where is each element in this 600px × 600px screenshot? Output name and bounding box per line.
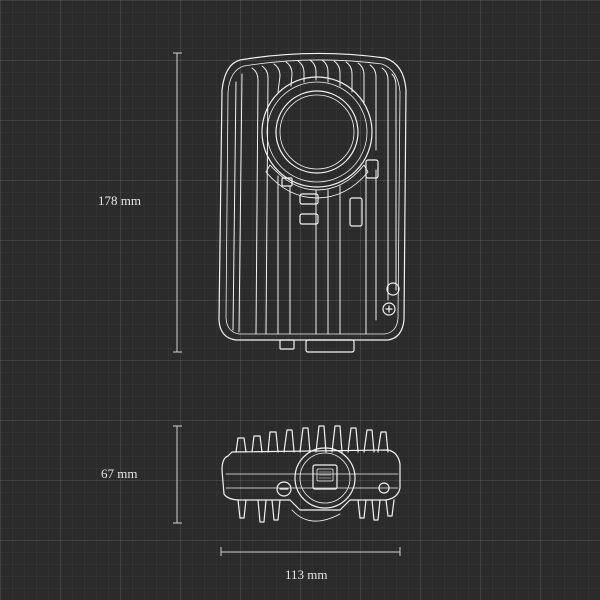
front-housing-outline (218, 52, 407, 341)
dimension-label-height-front: 178 mm (98, 193, 141, 208)
dimension-line-height-bottom (173, 425, 182, 524)
front-bottom-connector (279, 339, 355, 353)
dimension-label-height-bottom: 67 mm (101, 466, 138, 481)
device-bottom-view (221, 425, 401, 523)
bottom-cooling-fins (235, 425, 389, 453)
bottom-network-port (294, 447, 356, 509)
dimension-line-width (220, 547, 401, 556)
bottom-lower-fins (237, 499, 395, 523)
front-lens (261, 76, 373, 188)
front-housing-inner-outline (225, 59, 401, 335)
bottom-lens-skirt (291, 509, 341, 522)
bottom-screw-right (378, 482, 390, 494)
dimension-line-height-front (173, 52, 182, 353)
dimension-label-width: 113 mm (285, 567, 328, 582)
front-ground-screw (382, 282, 400, 316)
bottom-screw-left (276, 481, 292, 497)
front-indicator-slots (281, 159, 379, 227)
front-cooling-ribs (232, 59, 397, 335)
bottom-housing-outline (221, 449, 401, 511)
front-lens-plate (265, 164, 369, 199)
device-front-view (218, 52, 407, 353)
